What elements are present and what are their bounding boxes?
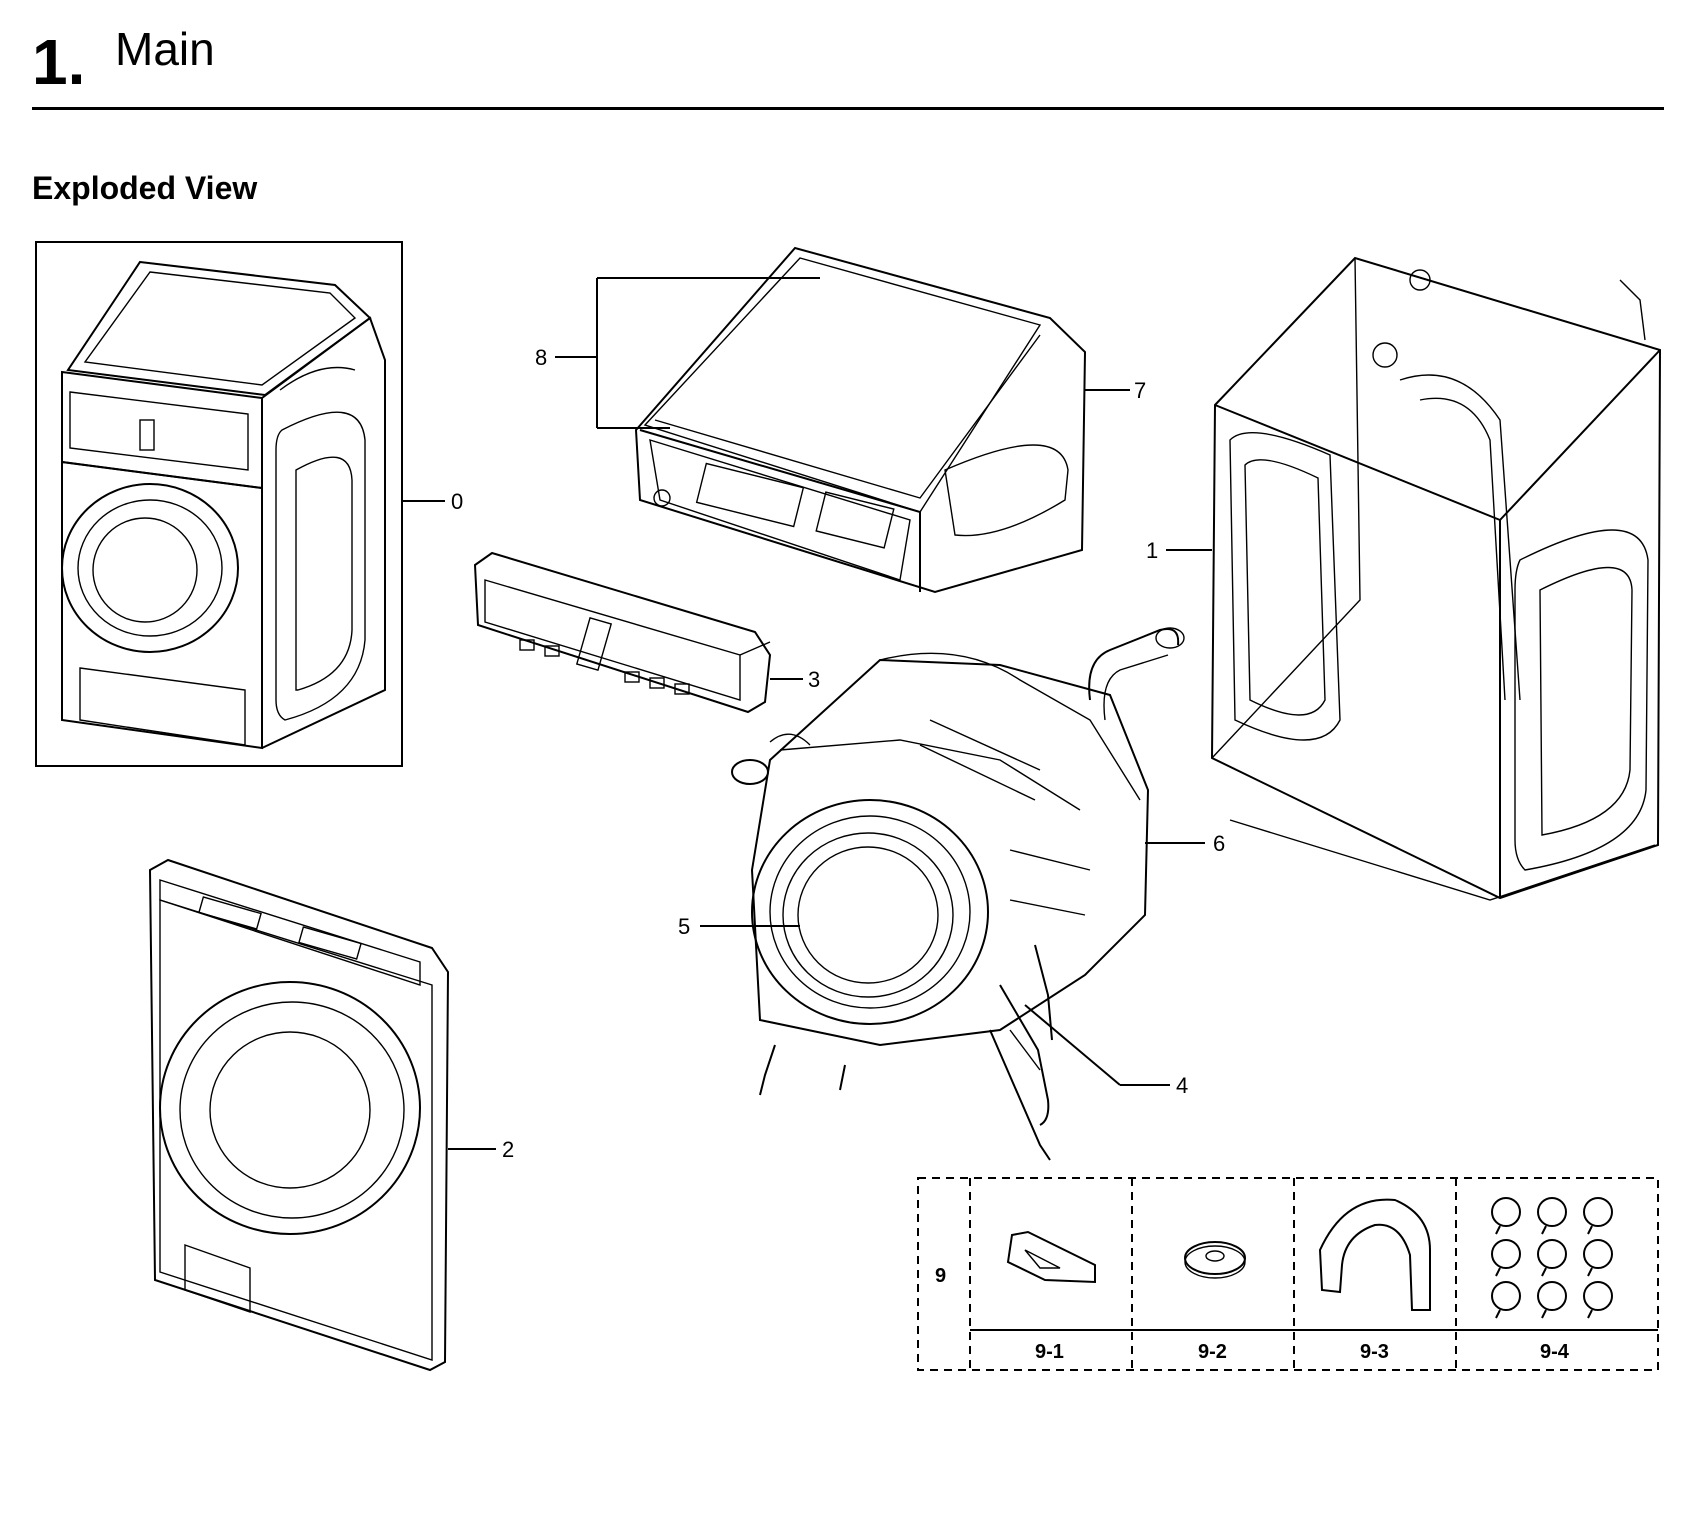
kit-item-9-4-icon[interactable] [1491, 1197, 1613, 1319]
callout-3: 3 [808, 667, 820, 692]
callout-line-4 [1024, 1004, 1121, 1086]
kit-item-9-1-label: 9-1 [1035, 1341, 1064, 1363]
kit-item-9-1-icon[interactable] [1006, 1230, 1096, 1284]
kit-9-label: 9 [935, 1265, 946, 1287]
part-0-assembled-washer[interactable] [35, 241, 403, 767]
kit-9-table [917, 1177, 1659, 1371]
kit-item-9-3-icon[interactable] [1318, 1198, 1431, 1311]
part-6-tub-assembly[interactable] [731, 627, 1185, 1047]
callout-1: 1 [1146, 538, 1158, 563]
header-rule [32, 107, 1664, 110]
callout-2: 2 [502, 1137, 514, 1162]
section-title: Main [115, 23, 215, 75]
callout-6: 6 [1213, 831, 1225, 856]
callout-7: 7 [1134, 378, 1146, 403]
kit-item-9-2-label: 9-2 [1198, 1341, 1227, 1363]
section-number: 1. [32, 26, 86, 98]
kit-item-9-3-label: 9-3 [1360, 1341, 1389, 1363]
callout-0: 0 [451, 489, 463, 514]
callout-8: 8 [535, 345, 547, 370]
callout-bracket-8 [555, 277, 820, 429]
callout-4: 4 [1176, 1073, 1188, 1098]
part-3-control-panel[interactable] [473, 551, 772, 714]
part-7-top-cover[interactable] [634, 246, 1087, 594]
part-4-shock-absorbers[interactable] [759, 944, 1053, 1161]
part-1-cabinet[interactable] [1210, 256, 1662, 901]
kit-item-9-2-icon[interactable] [1184, 1241, 1246, 1279]
kit-item-9-4-label: 9-4 [1540, 1341, 1570, 1363]
part-5-drum-front[interactable] [751, 799, 989, 1025]
part-2-front-panel[interactable] [148, 858, 450, 1372]
exploded-view-heading: Exploded View [32, 170, 258, 206]
callout-5: 5 [678, 914, 690, 939]
